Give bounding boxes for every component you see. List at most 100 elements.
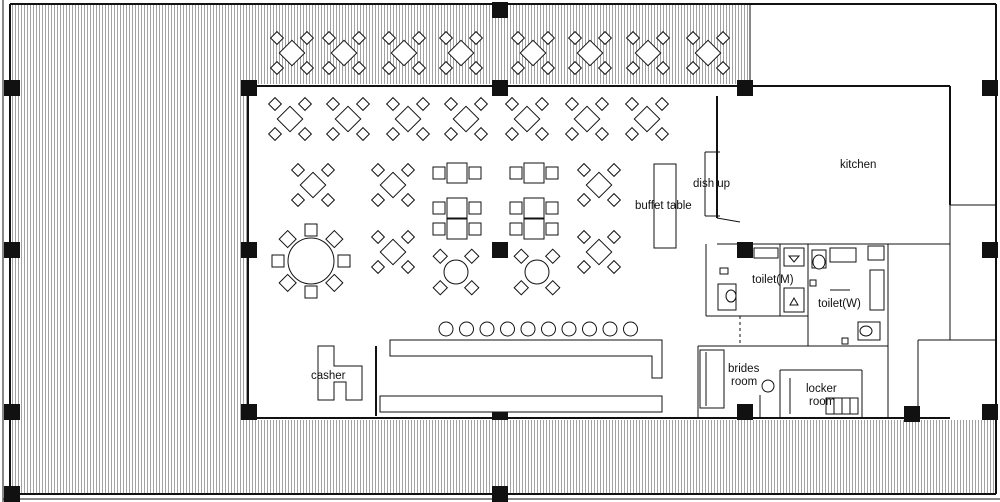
chair <box>564 96 580 112</box>
chair <box>544 248 561 265</box>
table-top <box>524 259 550 285</box>
chair <box>299 30 315 46</box>
brides-room-label-line2: room <box>731 376 757 388</box>
square-table-with-chairs <box>509 162 559 184</box>
interior-walls <box>247 85 996 420</box>
table-top <box>447 39 475 67</box>
structural-column <box>4 80 20 96</box>
table-with-chairs <box>385 96 431 142</box>
chair <box>269 60 285 76</box>
chair <box>411 60 427 76</box>
chair <box>597 30 613 46</box>
chair <box>432 279 449 296</box>
chair <box>625 30 641 46</box>
bar-stool <box>479 321 495 337</box>
structural-column <box>492 2 508 18</box>
table-top <box>446 197 468 219</box>
chair <box>597 60 613 76</box>
table-top <box>379 171 407 199</box>
chair <box>545 166 559 180</box>
structural-column <box>982 404 998 420</box>
chair <box>564 126 580 142</box>
chair <box>370 229 386 245</box>
structural-column <box>904 406 920 422</box>
chair <box>320 192 336 208</box>
chair <box>513 248 530 265</box>
chair <box>606 192 622 208</box>
chair <box>576 162 592 178</box>
chair <box>269 30 285 46</box>
chair <box>432 166 446 180</box>
bar-stool <box>500 321 515 337</box>
brides-room-furniture <box>699 349 775 409</box>
chair <box>400 162 416 178</box>
chair <box>432 222 446 236</box>
chair <box>534 126 550 142</box>
structural-column <box>241 242 257 258</box>
square-table-with-chairs <box>432 162 482 184</box>
chair <box>271 254 285 268</box>
table-top <box>443 259 469 285</box>
chair <box>370 192 386 208</box>
chair <box>415 96 431 112</box>
chair <box>545 201 559 215</box>
chair <box>443 126 459 142</box>
chair <box>411 30 427 46</box>
chair <box>509 166 523 180</box>
chair <box>400 192 416 208</box>
chair <box>463 279 480 296</box>
chair <box>299 60 315 76</box>
table-top <box>446 218 468 240</box>
table-with-chairs <box>510 30 556 76</box>
structural-column <box>982 242 998 258</box>
bar-stool <box>582 321 597 337</box>
chair <box>267 96 283 112</box>
chair <box>355 126 371 142</box>
chair <box>443 96 459 112</box>
chair <box>540 60 556 76</box>
chair <box>267 126 283 142</box>
table-with-chairs <box>370 229 416 275</box>
table-top <box>523 218 545 240</box>
chair <box>624 96 640 112</box>
chair <box>545 222 559 236</box>
chair <box>463 248 480 265</box>
structural-column <box>492 80 508 96</box>
chair <box>567 30 583 46</box>
chair <box>297 126 313 142</box>
table-top <box>278 39 306 67</box>
chair <box>432 248 449 265</box>
tables <box>267 30 731 299</box>
bar-stool <box>541 321 556 337</box>
toilet-w-label: toilet(W) <box>818 298 861 310</box>
table-top <box>633 105 661 133</box>
chair <box>504 96 520 112</box>
chair <box>510 30 526 46</box>
chair <box>370 259 386 275</box>
chair <box>468 30 484 46</box>
structural-columns <box>4 2 998 502</box>
chair <box>654 126 670 142</box>
chair <box>606 229 622 245</box>
chair <box>325 229 344 249</box>
table-with-chairs <box>576 229 622 275</box>
chair <box>400 229 416 245</box>
table-with-chairs <box>269 30 315 76</box>
locker-room-label-line1: locker <box>806 383 837 395</box>
chair <box>544 279 561 296</box>
table-top <box>523 197 545 219</box>
table-with-chairs <box>504 96 550 142</box>
chair <box>468 201 482 215</box>
chair <box>321 30 337 46</box>
buffet-table <box>653 163 677 249</box>
table-top <box>394 105 422 133</box>
table-with-chairs <box>321 30 367 76</box>
chair <box>685 60 701 76</box>
chair <box>304 285 318 299</box>
chair <box>337 254 351 268</box>
exterior-hatching <box>10 4 995 494</box>
structural-column <box>737 242 753 258</box>
chair <box>321 60 337 76</box>
chair <box>415 126 431 142</box>
